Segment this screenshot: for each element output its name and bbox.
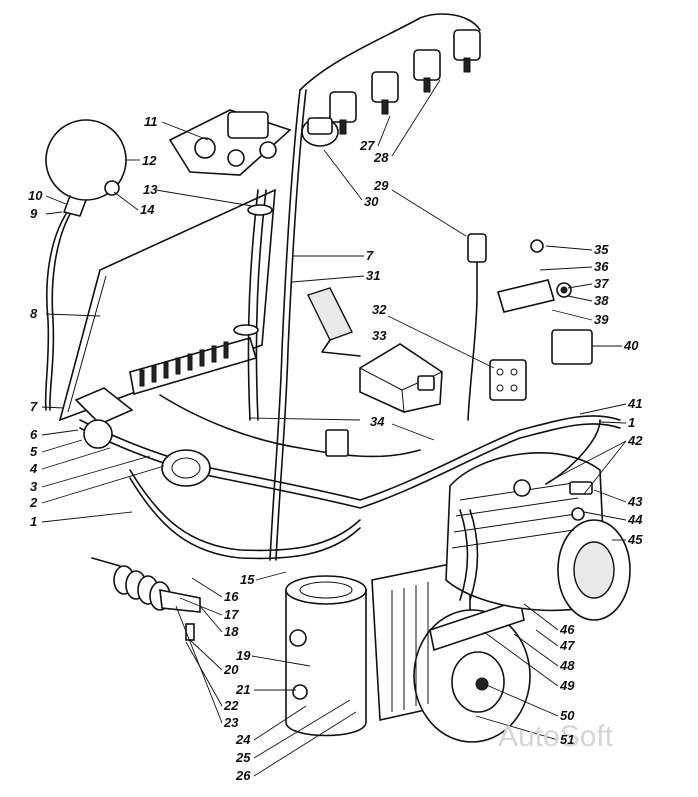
connector-plug <box>467 233 487 263</box>
starter-drum <box>445 419 631 621</box>
callout-labels: 11 12 13 14 10 9 8 7 6 5 4 3 2 1 15 16 1… <box>28 114 643 783</box>
callout-48: 48 <box>559 658 575 673</box>
socket <box>301 117 339 147</box>
callout-30: 30 <box>364 194 379 209</box>
callout-18: 18 <box>224 624 239 639</box>
callout-29: 29 <box>373 178 389 193</box>
callout-9: 9 <box>30 206 38 221</box>
callout-20: 20 <box>223 662 239 677</box>
callout-41: 41 <box>627 396 642 411</box>
callout-22: 22 <box>223 698 239 713</box>
relay-box <box>359 343 443 413</box>
callout-39: 39 <box>594 312 609 327</box>
callout-26: 26 <box>235 768 251 783</box>
callout-50: 50 <box>560 708 575 723</box>
callout-23: 23 <box>223 715 239 730</box>
callout-25: 25 <box>235 750 251 765</box>
top-switches <box>329 29 481 135</box>
callout-35: 35 <box>594 242 609 257</box>
callout-1-right: 1 <box>628 415 635 430</box>
callout-6: 6 <box>30 427 38 442</box>
callout-24: 24 <box>235 732 251 747</box>
callout-14: 14 <box>140 202 155 217</box>
callout-44: 44 <box>627 512 643 527</box>
callout-5: 5 <box>30 444 38 459</box>
callout-43: 43 <box>627 494 643 509</box>
callout-7-mid: 7 <box>366 248 374 263</box>
callout-34: 34 <box>370 414 385 429</box>
fuse-block <box>129 337 257 396</box>
left-connector <box>74 387 134 449</box>
lamp-holder <box>168 109 292 176</box>
generator-harness <box>459 509 469 601</box>
callout-17: 17 <box>224 607 239 622</box>
callout-13: 13 <box>143 182 158 197</box>
bolt-20 <box>185 623 195 641</box>
gauge-dial <box>45 119 127 217</box>
motor-left <box>285 575 367 737</box>
callout-2: 2 <box>29 495 38 510</box>
callout-42: 42 <box>627 433 643 448</box>
callout-38: 38 <box>594 293 609 308</box>
relay <box>551 329 593 365</box>
callout-16: 16 <box>224 589 239 604</box>
callout-46: 46 <box>559 622 575 637</box>
callout-12: 12 <box>142 153 157 168</box>
tank-unit <box>161 449 211 487</box>
small-switch <box>325 429 349 457</box>
callout-33: 33 <box>372 328 387 343</box>
instrument-panel <box>58 188 276 422</box>
pedal <box>307 287 361 357</box>
callout-4: 4 <box>29 461 38 476</box>
callout-1-left: 1 <box>30 514 37 529</box>
callout-31: 31 <box>366 268 380 283</box>
callout-10: 10 <box>28 188 43 203</box>
callout-45: 45 <box>627 532 643 547</box>
callout-21: 21 <box>235 682 250 697</box>
callout-27: 27 <box>359 138 375 153</box>
callout-8: 8 <box>30 306 38 321</box>
callout-49: 49 <box>559 678 575 693</box>
harness-vertical-mid <box>269 89 301 561</box>
callout-3: 3 <box>30 479 38 494</box>
callout-19: 19 <box>236 648 251 663</box>
terminal-block <box>496 239 572 313</box>
callout-15: 15 <box>240 572 255 587</box>
harness-vertical-left <box>247 189 259 421</box>
gauge-cable <box>44 213 67 411</box>
callout-11: 11 <box>144 114 158 129</box>
leader-lines <box>41 79 627 777</box>
callout-7-left: 7 <box>30 399 38 414</box>
callout-28: 28 <box>373 150 389 165</box>
generator <box>371 559 531 743</box>
callout-40: 40 <box>623 338 639 353</box>
voltage-regulator <box>489 359 527 401</box>
callout-37: 37 <box>594 276 609 291</box>
callout-47: 47 <box>559 638 575 653</box>
coil-spring <box>91 557 201 613</box>
callout-36: 36 <box>594 259 609 274</box>
callout-32: 32 <box>372 302 387 317</box>
callout-51: 51 <box>560 732 574 747</box>
watermark: AutoSoft <box>498 720 614 753</box>
